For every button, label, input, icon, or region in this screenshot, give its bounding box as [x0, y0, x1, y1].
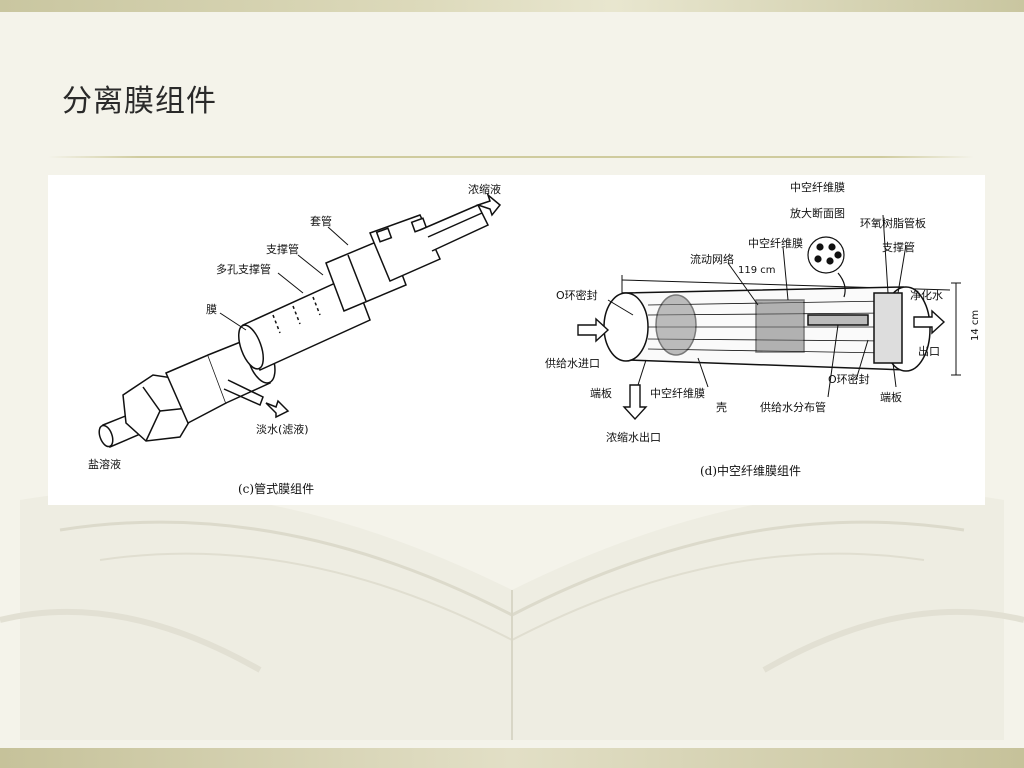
- label-concentrate: 浓缩液: [468, 182, 501, 196]
- fiber-cross-section-inset: [807, 236, 846, 298]
- hollow-fiber-module-diagram: [603, 275, 961, 376]
- tubular-flow-arrows: [265, 192, 502, 419]
- slide-title: 分离膜组件: [62, 84, 217, 119]
- hollow-fiber-flow-arrows: [577, 309, 946, 421]
- tubular-leader-lines: [219, 226, 349, 331]
- label-end-plate-left: 端板: [590, 386, 612, 400]
- label-o-ring-left: O环密封: [556, 288, 598, 302]
- hollow-fiber-leader-lines: [607, 214, 907, 398]
- label-concentrate-outlet: 浓缩水出口: [606, 430, 661, 444]
- label-feed-inlet: 供给水进口: [545, 356, 600, 370]
- purified-water-arrow-icon: [913, 309, 946, 335]
- label-shell: 壳: [716, 400, 727, 414]
- label-purified-water-1: 净化水: [910, 288, 943, 302]
- tubular-module-diagram: [98, 204, 490, 449]
- label-permeate: 淡水(滤液): [256, 422, 309, 436]
- figure-drawing: 浓缩液 套管 支撑管 多孔支撑管 膜 淡水(滤液) 盐溶液 (c)管式膜组件: [88, 180, 981, 496]
- label-support-tube: 支撑管: [266, 242, 299, 256]
- top-decorative-band: [0, 0, 1024, 12]
- label-fiber-cross-section-1: 中空纤维膜: [790, 180, 845, 194]
- permeate-arrow-icon: [265, 399, 290, 419]
- label-porous-support-tube: 多孔支撑管: [216, 262, 271, 276]
- caption-tubular-module: (c)管式膜组件: [238, 481, 314, 496]
- label-diameter-dimension: 14 cm: [970, 310, 981, 341]
- title-divider: [48, 156, 974, 158]
- concentrate-arrow-icon: [475, 192, 502, 217]
- feed-inlet-arrow-icon: [577, 317, 610, 343]
- bottom-decorative-band: [0, 748, 1024, 768]
- label-o-ring-right: O环密封: [828, 372, 870, 386]
- concentrate-outlet-arrow-icon: [622, 384, 648, 421]
- label-sleeve: 套管: [310, 214, 332, 228]
- label-epoxy-tube-plate: 环氧树脂管板: [860, 216, 926, 230]
- membrane-modules-figure: 浓缩液 套管 支撑管 多孔支撑管 膜 淡水(滤液) 盐溶液 (c)管式膜组件: [48, 175, 985, 505]
- label-fiber-cross-section-2: 放大断面图: [790, 206, 845, 220]
- label-flow-mesh: 流动网络: [690, 252, 734, 266]
- label-length-dimension: 119 cm: [738, 265, 776, 276]
- label-support-tube-d: 支撑管: [882, 240, 915, 254]
- label-hollow-fiber-bottom: 中空纤维膜: [650, 386, 705, 400]
- label-hollow-fiber-top: 中空纤维膜: [748, 236, 803, 250]
- label-purified-water-2: 出口: [918, 344, 940, 358]
- label-membrane: 膜: [206, 303, 217, 316]
- background-book-decoration: [0, 490, 1024, 740]
- label-end-plate-right: 端板: [880, 390, 902, 404]
- label-brine: 盐溶液: [88, 457, 121, 471]
- label-feed-distributor: 供给水分布管: [760, 400, 826, 414]
- caption-hollow-fiber-module: (d)中空纤维膜组件: [700, 463, 801, 478]
